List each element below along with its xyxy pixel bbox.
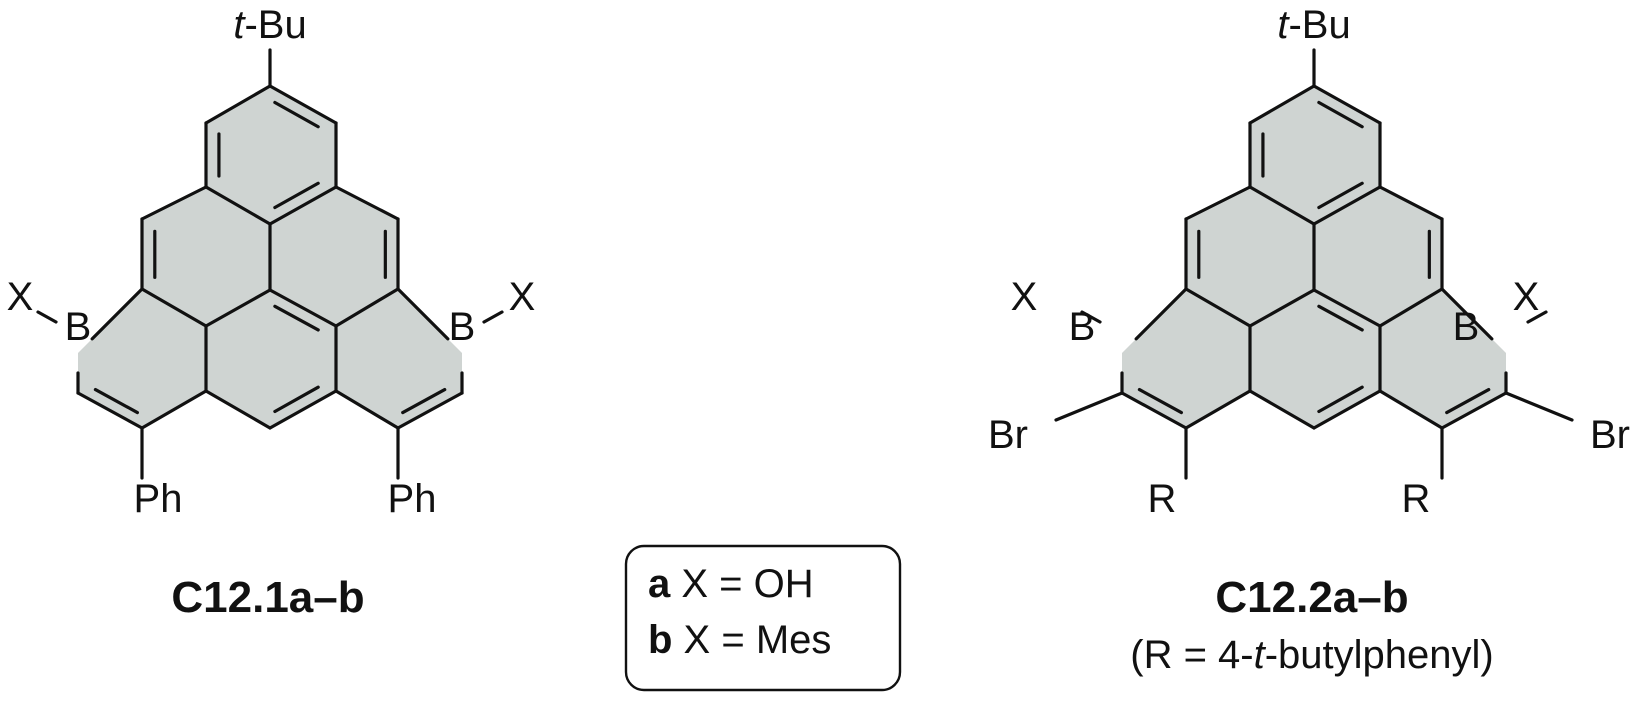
ring-fill xyxy=(1122,289,1250,428)
boron-atom-right-1: B xyxy=(1069,305,1096,349)
compound-c12-2-structure xyxy=(1054,48,1574,480)
double-bond-line xyxy=(93,387,139,415)
bond xyxy=(396,391,464,430)
bond xyxy=(204,389,272,430)
bond xyxy=(1312,288,1382,328)
double-bond-line xyxy=(1317,181,1364,210)
double-bond-line xyxy=(1317,385,1364,414)
bond xyxy=(1248,389,1316,430)
double-bond-line xyxy=(273,181,320,210)
boron-atom-left-1: B xyxy=(65,305,92,349)
ring-fill xyxy=(78,289,206,428)
bond xyxy=(1184,389,1252,430)
bond xyxy=(204,84,272,125)
bond xyxy=(1184,185,1252,221)
x-substituent-right-2: X xyxy=(1513,275,1540,319)
phenyl-label-left-2: Ph xyxy=(388,477,437,521)
double-bond-line xyxy=(401,387,447,415)
bond xyxy=(1248,288,1316,328)
ring-fill xyxy=(142,187,270,326)
bond xyxy=(140,287,208,328)
bond xyxy=(334,389,400,430)
ring-fill xyxy=(206,86,336,224)
bond xyxy=(76,391,144,430)
ring-fill xyxy=(1314,187,1442,326)
ring-fill xyxy=(270,187,398,326)
boron-atom-left-2: B xyxy=(449,305,476,349)
compound-c12-2-caption: C12.2a–b xyxy=(1215,573,1408,622)
ring-fill xyxy=(1186,187,1314,326)
bond xyxy=(1312,389,1382,430)
bond xyxy=(1378,287,1444,328)
boron-atom-right-2: B xyxy=(1453,305,1480,349)
bond xyxy=(1378,185,1444,221)
bond xyxy=(1120,391,1188,430)
bond xyxy=(334,287,400,328)
bond xyxy=(204,288,272,328)
double-bond-line xyxy=(1445,387,1491,415)
bond xyxy=(334,185,400,221)
x-substituent-left-2: X xyxy=(509,275,536,319)
substituent-bond xyxy=(1080,310,1102,324)
double-bond-line xyxy=(273,385,320,414)
phenyl-label-left-1: Ph xyxy=(134,477,183,521)
bond xyxy=(1440,287,1494,341)
substituent-bond xyxy=(1054,391,1124,422)
bond xyxy=(268,288,338,328)
bond xyxy=(268,389,338,430)
bond xyxy=(1312,84,1382,125)
bond xyxy=(1184,287,1252,328)
bond xyxy=(140,185,208,221)
double-bond-line xyxy=(1137,387,1183,415)
bond xyxy=(396,287,450,341)
bromine-label-right-2: Br xyxy=(1590,413,1630,457)
double-bond-line xyxy=(1317,100,1364,129)
bond xyxy=(1312,185,1382,226)
bond xyxy=(268,84,338,125)
compound-c12-1-structure xyxy=(36,48,504,480)
bond xyxy=(204,185,272,226)
substituent-legend: a X = OH b X = Mes xyxy=(624,544,902,692)
bond xyxy=(90,287,144,341)
substituent-bond xyxy=(482,310,504,324)
substituent-bond xyxy=(1504,391,1574,422)
tbu-label-right: t-Bu xyxy=(1277,3,1350,47)
ring-fill xyxy=(206,290,336,428)
bond xyxy=(1378,389,1444,430)
substituent-bond xyxy=(1526,310,1548,324)
tbu-label-left: t-Bu xyxy=(233,3,306,47)
double-bond-line xyxy=(1317,304,1364,332)
bond xyxy=(1134,287,1188,341)
ring-fill xyxy=(1250,86,1380,224)
x-substituent-left-1: X xyxy=(7,275,34,319)
double-bond-line xyxy=(273,100,320,129)
r-group-label-right-1: R xyxy=(1148,477,1177,521)
substituent-bond xyxy=(36,310,58,324)
bond xyxy=(1248,185,1316,226)
double-bond-line xyxy=(273,304,320,332)
legend-row-a: a X = OH xyxy=(648,562,814,606)
compound-c12-1-caption: C12.1a–b xyxy=(171,573,364,622)
bond xyxy=(140,389,208,430)
x-substituent-right-1: X xyxy=(1011,275,1038,319)
legend-row-b: b X = Mes xyxy=(648,618,831,662)
ring-fill xyxy=(1250,290,1380,428)
bond xyxy=(268,185,338,226)
r-group-label-right-2: R xyxy=(1402,477,1431,521)
bond xyxy=(1248,84,1316,125)
legend-frame xyxy=(624,544,902,692)
r-group-definition: (R = 4-t-butylphenyl) xyxy=(1130,633,1494,677)
bromine-label-right-1: Br xyxy=(988,413,1028,457)
bond xyxy=(1440,391,1508,430)
